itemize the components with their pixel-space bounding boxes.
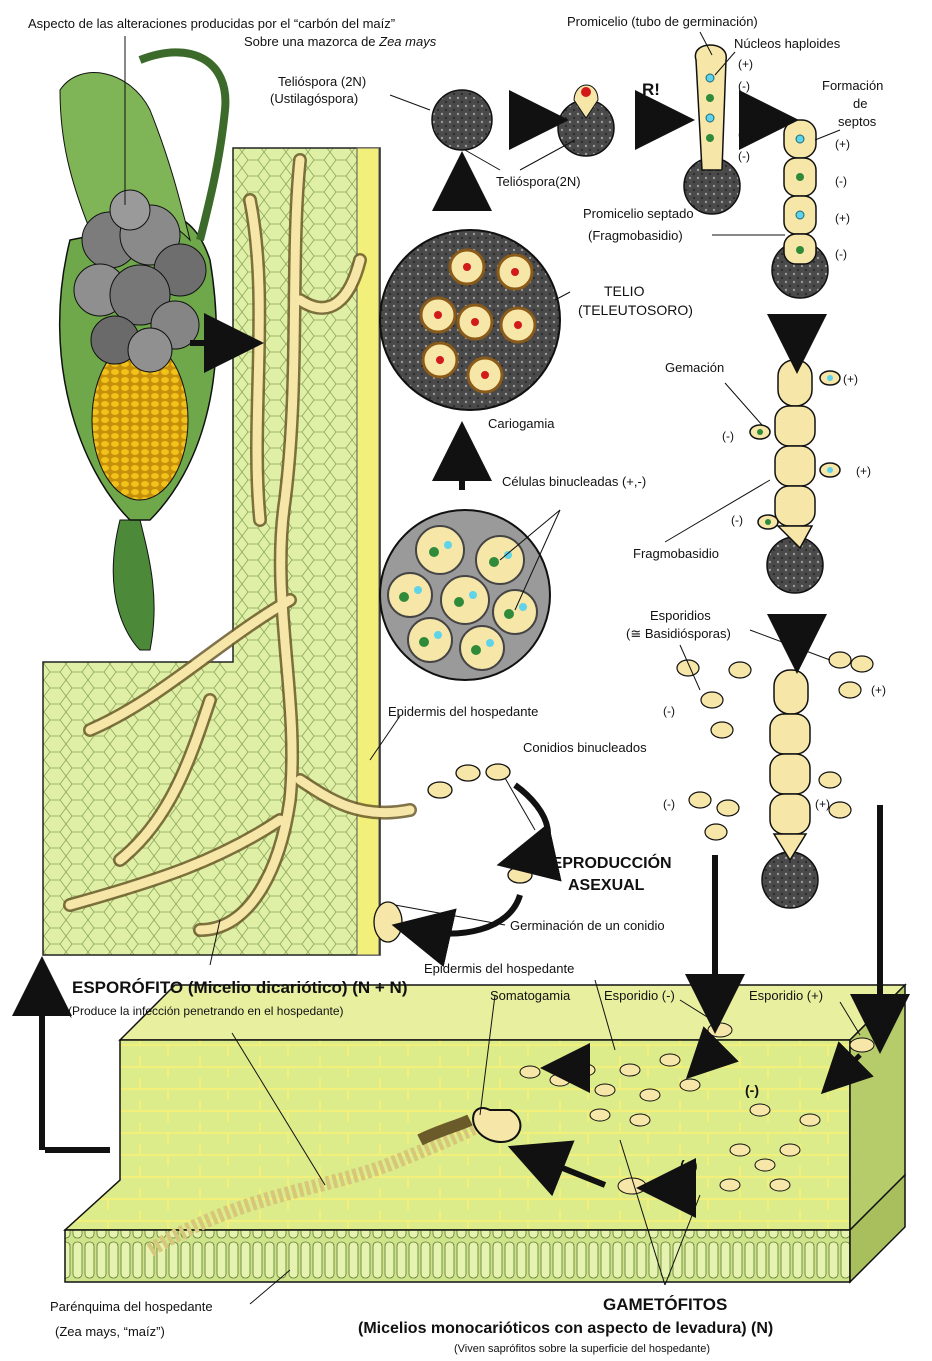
haploid-nuclei-label: Núcleos haploides xyxy=(734,36,841,51)
sign-minus-3: (-) xyxy=(835,174,847,188)
maize-aspect-caption-2: Sobre una mazorca de Zea mays xyxy=(244,34,437,49)
diploid-nucleus xyxy=(581,87,591,97)
binucleate-cell-cluster xyxy=(380,510,550,680)
sign-plus-4: (+) xyxy=(835,211,850,225)
teliospore-label-2: (Ustilagóspora) xyxy=(270,91,358,106)
septate-promycelium-label-2: (Fragmobasidio) xyxy=(588,228,683,243)
meiosis-label: R! xyxy=(642,80,660,99)
epidermis-label-2: Epidermis del hospedante xyxy=(424,961,574,976)
telio-sorus xyxy=(380,230,560,410)
somatogamy-label: Somatogamia xyxy=(490,988,571,1003)
arrow-asexual-2 xyxy=(415,895,520,934)
gametophytes-title: GAMETÓFITOS xyxy=(603,1295,727,1314)
sign-plus-1: (+) xyxy=(738,57,753,71)
sporophyte-title: ESPORÓFITO (Micelio dicariótico) (N + N) xyxy=(72,978,407,997)
sporophyte-subtitle: (Produce la infección penetrando en el h… xyxy=(68,1004,344,1018)
sign-minus-8: (-) xyxy=(663,797,675,811)
parenchyma-label: Parénquima del hospedante xyxy=(50,1299,213,1314)
sporidium-minus-label: Esporidio (-) xyxy=(604,988,675,1003)
sign-plus-6: (+) xyxy=(856,464,871,478)
sign-plus-host: (+) xyxy=(680,1157,698,1173)
teliospore-2n xyxy=(432,90,492,150)
sign-plus-2: (+) xyxy=(738,127,753,141)
septa-label-3: septos xyxy=(838,114,877,129)
sign-minus-2: (-) xyxy=(738,149,750,163)
sign-minus-7: (-) xyxy=(663,704,675,718)
teliospore-label-b: Telióspora(2N) xyxy=(496,174,581,189)
sign-plus-7: (+) xyxy=(871,683,886,697)
epidermis-label-1: Epidermis del hospedante xyxy=(388,704,538,719)
sign-minus-1: (-) xyxy=(738,79,750,93)
sporidia-label: Esporidios xyxy=(650,608,711,623)
sign-plus-5: (+) xyxy=(843,372,858,386)
sporidium-plus-label: Esporidio (+) xyxy=(749,988,823,1003)
arrow-asexual-1 xyxy=(515,785,548,860)
parenchyma-label-2: (Zea mays, “maíz”) xyxy=(55,1324,165,1339)
maize-aspect-caption: Aspecto de las alteraciones producidas p… xyxy=(28,16,395,31)
sign-minus-4: (-) xyxy=(835,247,847,261)
fragmobasidium-label: Fragmobasidio xyxy=(633,546,719,561)
asexual-reproduction-label: REPRODUCCIÓN xyxy=(540,853,672,872)
sign-plus-3: (+) xyxy=(835,137,850,151)
sporidia-release xyxy=(677,652,873,908)
septa-label-1: Formación xyxy=(822,78,883,93)
budding-label: Gemación xyxy=(665,360,724,375)
gametophytes-subtitle: (Micelios monocarióticos con aspecto de … xyxy=(358,1320,773,1337)
teliospore-label: Telióspora (2N) xyxy=(278,74,366,89)
binucleate-conidia-label: Conidios binucleados xyxy=(523,740,647,755)
sporidia-label-2: (≅ Basidiósporas) xyxy=(626,626,731,641)
binucleate-cells-label: Células binucleadas (+,-) xyxy=(502,474,646,489)
budding-fragmobasidium xyxy=(750,360,840,593)
sign-minus-host: (-) xyxy=(745,1082,759,1098)
sign-minus-6: (-) xyxy=(731,513,743,527)
karyogamy-label: Cariogamia xyxy=(488,416,555,431)
promycelium-tube xyxy=(695,45,726,170)
septate-promycelium-label: Promicelio septado xyxy=(583,206,694,221)
gametophytes-note: (Viven saprófitos sobre la superficie de… xyxy=(454,1343,710,1355)
gall-cluster xyxy=(74,190,206,372)
septa-label-2: de xyxy=(853,96,867,111)
asexual-reproduction-label-2: ASEXUAL xyxy=(568,877,645,894)
telio-label: TELIO xyxy=(604,283,645,299)
sign-minus-5: (-) xyxy=(722,429,734,443)
sign-plus-8: (+) xyxy=(815,797,830,811)
telio-label-2: (TELEUTOSORO) xyxy=(578,302,693,318)
promycelium-label: Promicelio (tubo de germinación) xyxy=(567,14,758,29)
host-tissue-block xyxy=(65,985,905,1282)
conidium-germination-label: Germinación de un conidio xyxy=(510,918,665,933)
